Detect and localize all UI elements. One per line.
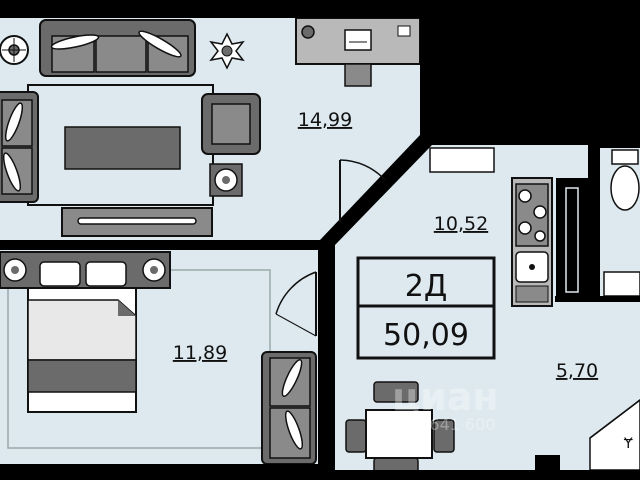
fan-icon <box>209 163 243 197</box>
watermark-id: ID 3 641 600 <box>392 415 496 434</box>
hallway-wardrobe: Ɏ <box>589 399 640 471</box>
fan-icon <box>142 258 166 282</box>
armchair-icon <box>201 93 261 155</box>
coffee-table <box>64 126 181 170</box>
watermark: циан ID 3 641 600 <box>392 375 499 434</box>
wall-bedroom-kitchen <box>318 240 335 480</box>
wall-living-bedroom <box>0 240 322 250</box>
apartment-type: 2Д <box>405 269 448 304</box>
left-sofa <box>0 91 39 203</box>
bathroom-area: 5,70 <box>556 360 598 382</box>
plant-icon <box>209 32 245 70</box>
fan-icon <box>0 35 29 65</box>
total-area: 50,09 <box>383 318 469 353</box>
living-room-furniture <box>0 17 421 237</box>
bed-icon <box>27 261 137 413</box>
sink-icon <box>515 251 549 283</box>
svg-text:Ɏ: Ɏ <box>623 436 633 452</box>
toilet-icon <box>610 149 640 211</box>
wall-diagonal <box>320 135 432 245</box>
kitchen-area: 10,52 <box>434 213 488 235</box>
dining-table-icon <box>345 381 455 479</box>
monitor-icon <box>295 17 421 87</box>
tv-stand-icon <box>61 207 213 237</box>
living-door <box>339 159 386 222</box>
sofa-icon <box>39 19 196 77</box>
bedroom-area: 11,89 <box>173 342 227 364</box>
stove-icon <box>515 183 549 247</box>
kitchen-shelf <box>429 147 495 173</box>
kitchen-furniture <box>429 147 553 307</box>
bathtub <box>603 271 640 297</box>
bedroom-door <box>275 271 317 337</box>
bedroom-furniture <box>0 251 271 449</box>
fan-icon <box>3 258 27 282</box>
apartment-label-box <box>356 256 496 360</box>
bathroom-furniture <box>603 149 640 297</box>
living-room-area: 14,99 <box>298 109 352 131</box>
sofa-icon <box>261 351 317 465</box>
watermark-brand: циан <box>392 375 499 419</box>
